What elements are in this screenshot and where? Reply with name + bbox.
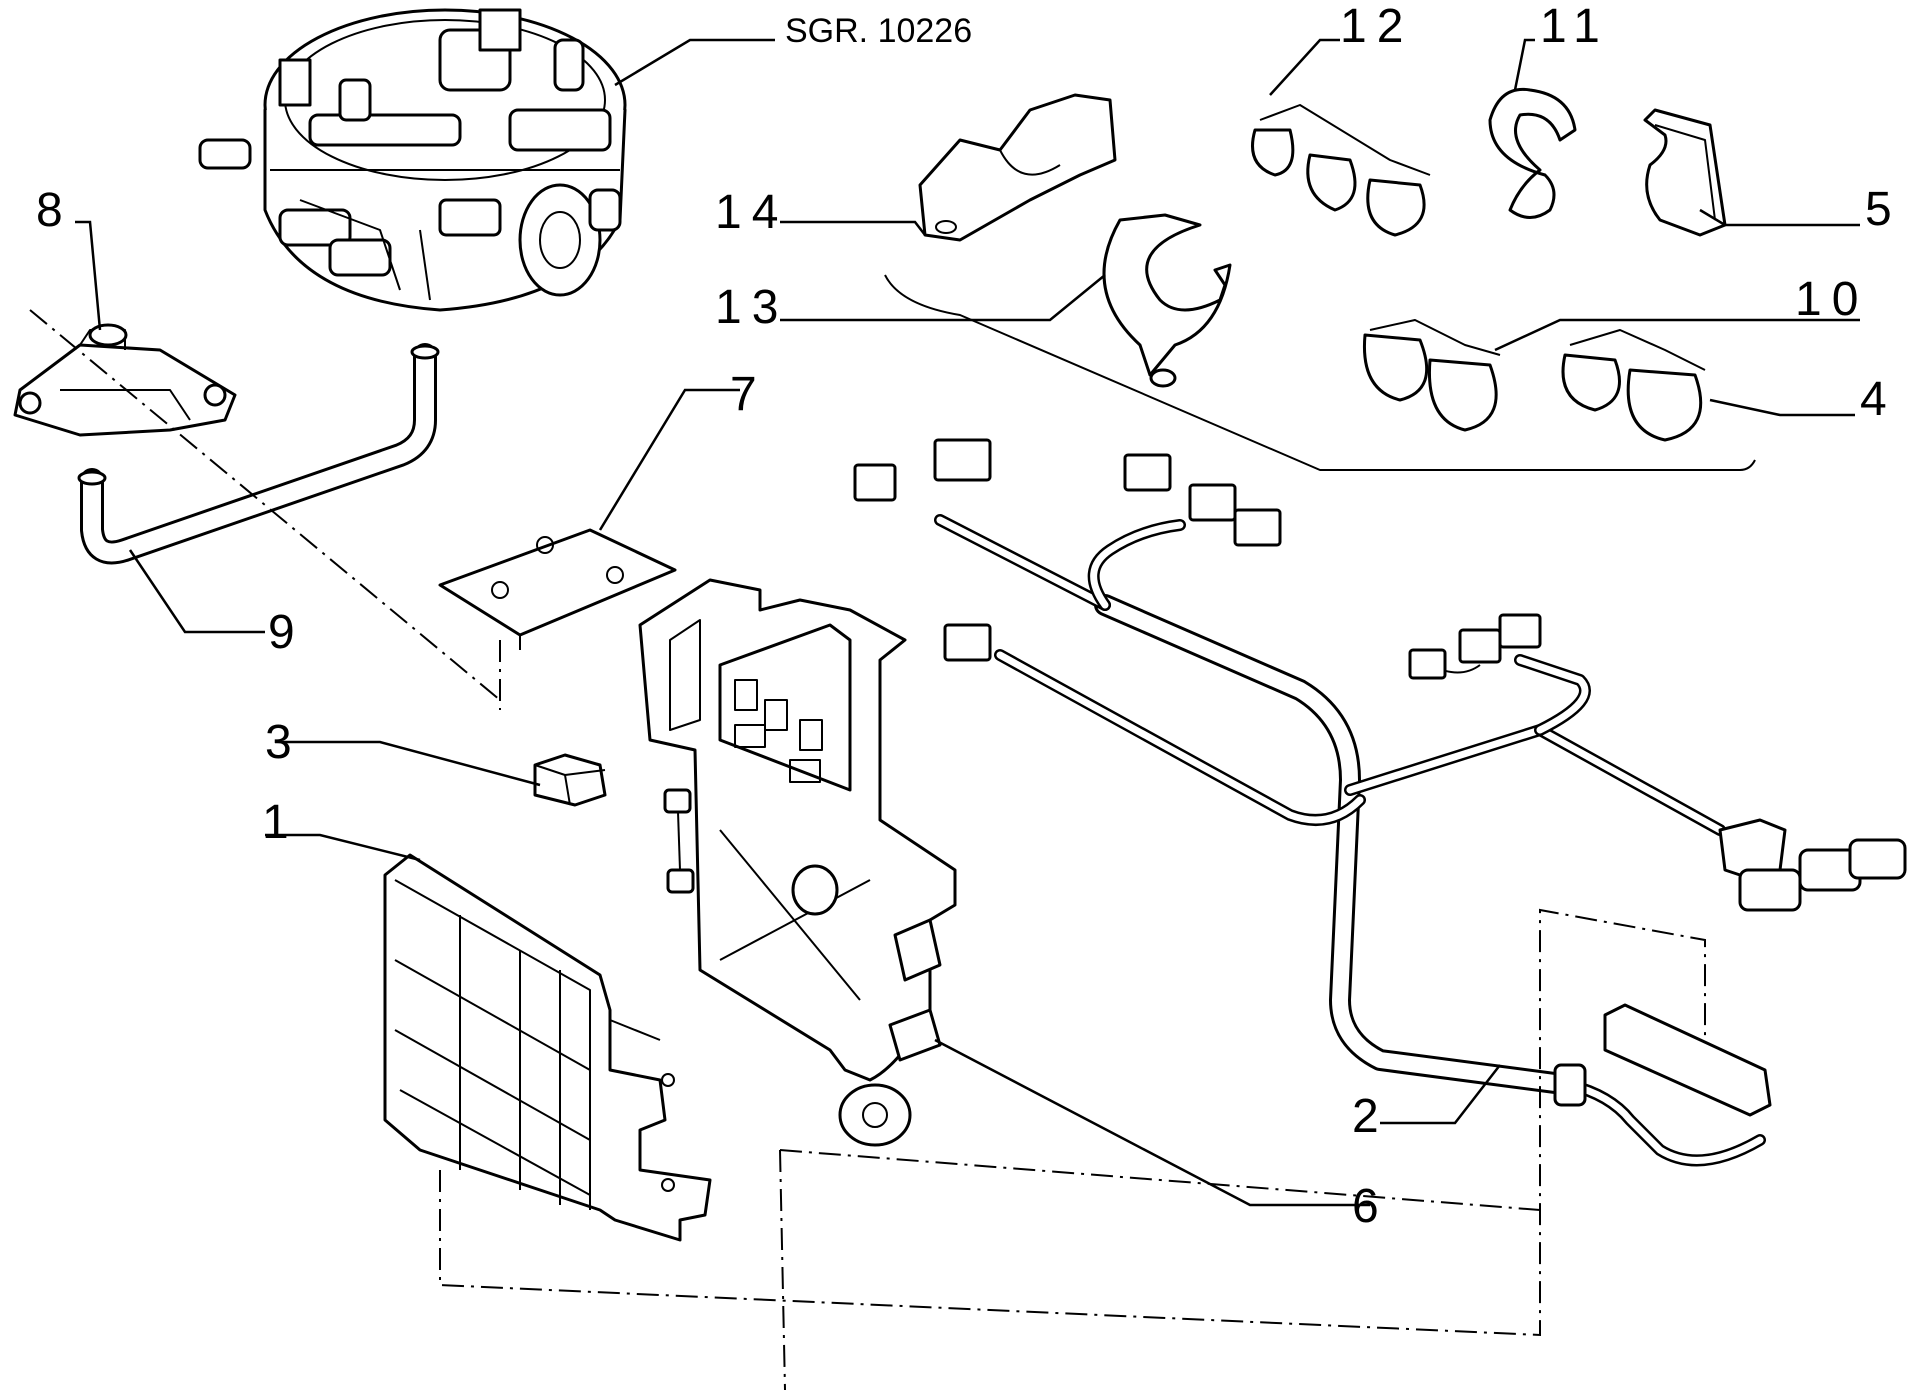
harness-main-trunk [1094,594,1766,1167]
callout-12: 12 [1340,0,1413,53]
part-12-clip [1251,104,1431,237]
callout-3: 3 [265,716,292,769]
throttle-body [198,8,627,312]
harness-connectors [853,438,1907,1117]
part-10-clip [1362,319,1501,432]
callout-7: 7 [730,368,757,421]
part-3-sensor [533,753,607,807]
callout-6: 6 [1352,1180,1379,1233]
callout-13: 13 [715,281,788,334]
part-4-clip [1561,329,1706,442]
leader-lines [75,38,1860,1207]
callout-2: 2 [1352,1090,1379,1143]
part-6-mounting-plate [638,578,957,1147]
callout-4: 4 [1860,373,1887,426]
part-9-hose [77,343,440,565]
callout-9: 9 [268,606,295,659]
callout-labels: SGR. 10226 8 9 7 3 1 2 6 12 11 5 14 13 1… [36,0,1892,1233]
harness-branch-wires [934,514,1726,836]
part-8-sensor [13,323,237,437]
callout-11: 11 [1540,0,1610,53]
callout-5: 5 [1865,183,1892,236]
part-7-bracket [438,528,677,650]
part-13-clip [1102,213,1232,388]
part-11-clip [1488,87,1577,219]
assembly-guide-lines [29,309,1706,1391]
reference-label: SGR. 10226 [785,12,972,50]
callout-8: 8 [36,184,63,237]
clip-group-bracket-line [884,274,1756,471]
callout-10: 10 [1795,273,1868,326]
callout-14: 14 [715,186,788,239]
part-5-clip [1643,108,1727,237]
part-2-wiring-harness [853,438,1907,1167]
callout-1: 1 [262,796,289,849]
part-1-ecu [383,853,712,1242]
part-14-clip [918,93,1117,242]
